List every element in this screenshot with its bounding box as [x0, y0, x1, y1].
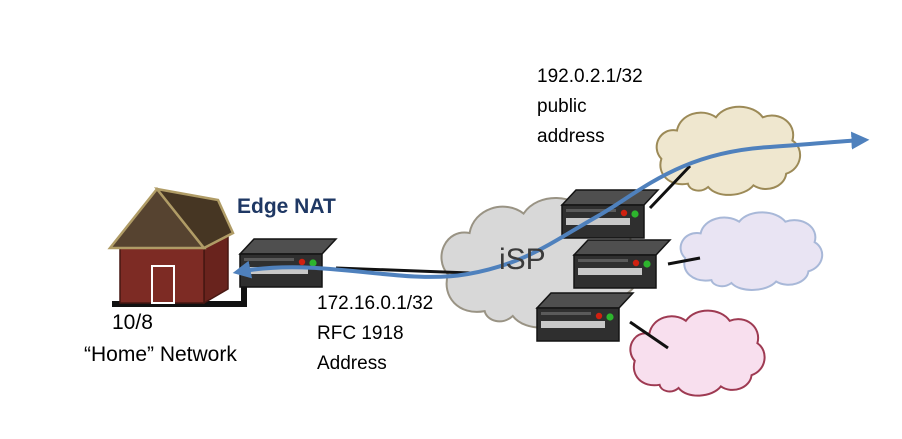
- isp-label: iSP: [499, 243, 546, 276]
- bottom-router-to-cloud-link: [629, 320, 669, 350]
- edge-nat-label: Edge NAT: [237, 195, 336, 218]
- isp-router-bottom-icon: [536, 292, 634, 342]
- public-address-line3: address: [537, 126, 605, 147]
- public-address-line2: public: [537, 96, 587, 117]
- home-prefix-label: 10/8: [112, 311, 153, 334]
- public-address-line1: 192.0.2.1/32: [537, 66, 643, 87]
- lavender-network-cloud: [679, 211, 823, 291]
- house-icon: [107, 186, 235, 305]
- public-address-label: 192.0.2.1/32 public address: [537, 62, 643, 152]
- edge-nat-router-icon: [239, 238, 337, 288]
- private-address-line1: 172.16.0.1/32: [317, 293, 434, 314]
- private-address-line2: RFC 1918: [317, 323, 404, 344]
- isp-router-middle-icon: [573, 239, 671, 289]
- home-network-label: “Home” Network: [84, 343, 237, 366]
- private-address-line3: Address: [317, 353, 387, 374]
- pink-network-cloud: [629, 309, 766, 397]
- private-address-label: 172.16.0.1/32 RFC 1918 Address: [317, 289, 433, 379]
- traffic-flow-arrow: [232, 131, 870, 279]
